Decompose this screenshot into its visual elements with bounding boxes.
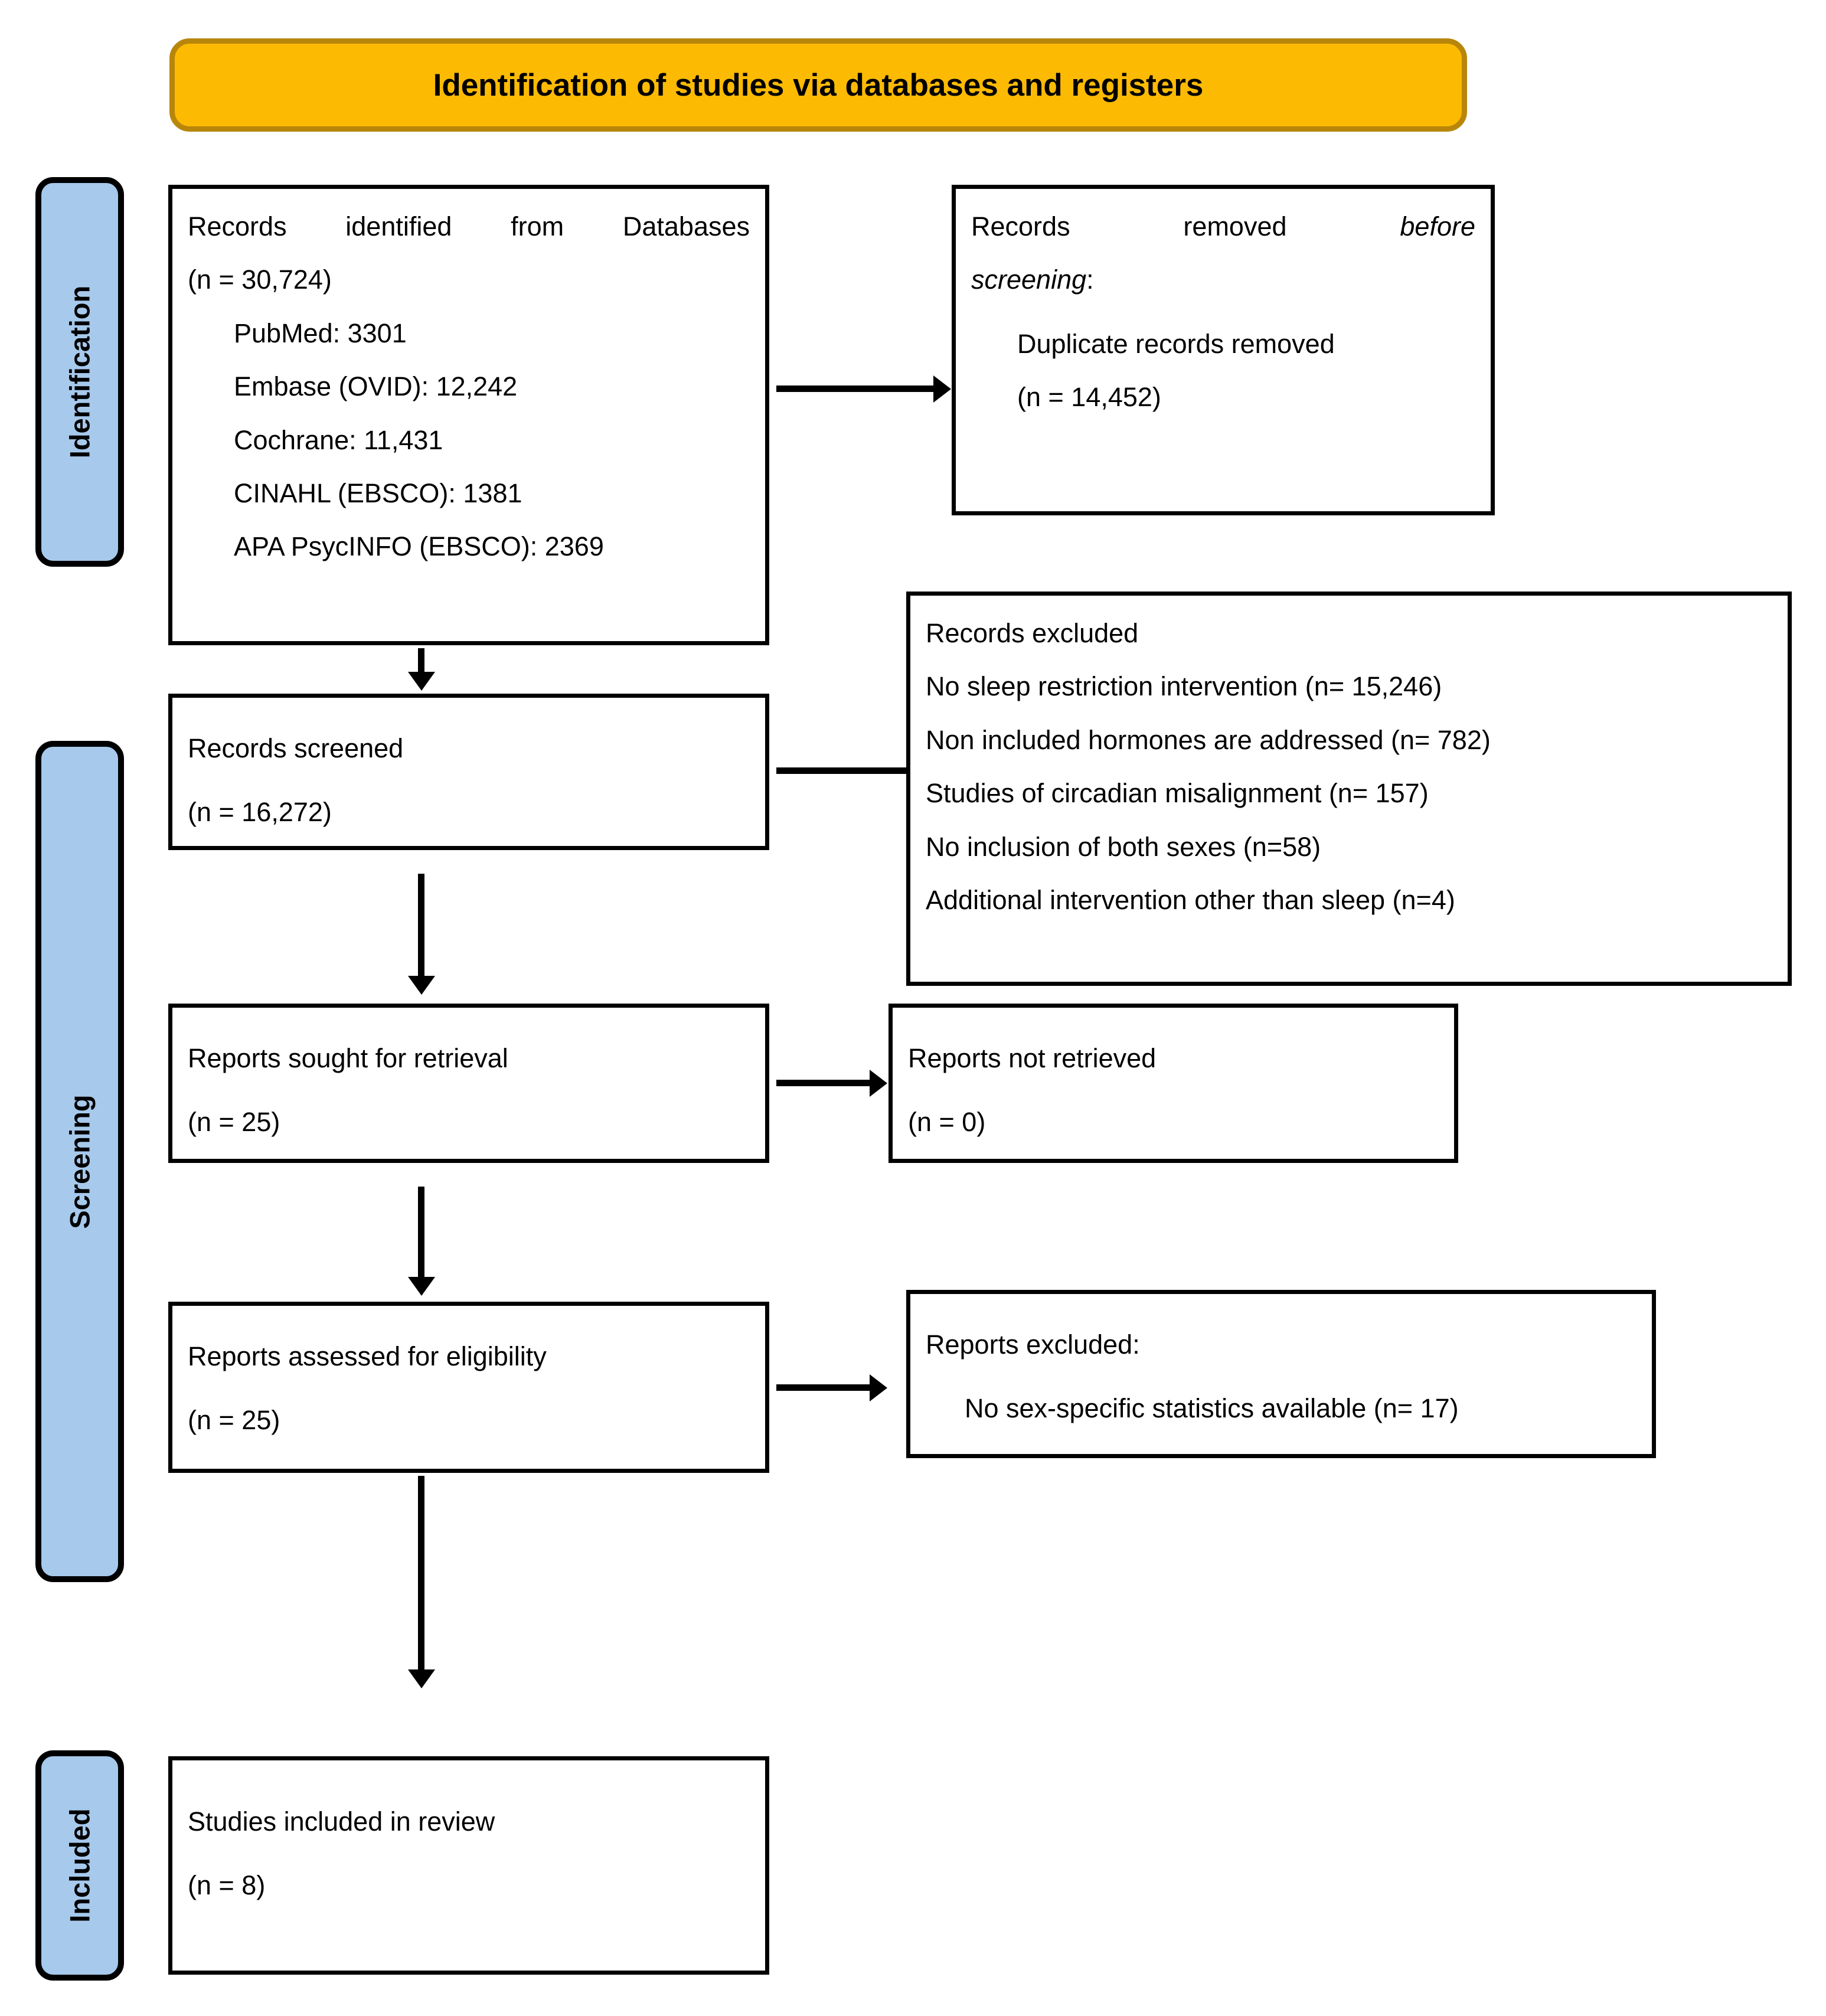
exclusion-reason-1: No sleep restriction intervention (n= 15… <box>926 671 1442 702</box>
diagram-header-banner: Identification of studies via databases … <box>169 38 1467 132</box>
records-identified-count: (n = 30,724) <box>188 264 332 295</box>
arrow-assessed-to-included <box>418 1476 424 1671</box>
records-removed-title-plain: Records removed <box>971 211 1400 241</box>
reports-sought-title: Reports sought for retrieval <box>188 1043 508 1073</box>
box-reports-sought: Reports sought for retrieval (n = 25) <box>168 1004 769 1163</box>
box-reports-assessed: Reports assessed for eligibility (n = 25… <box>168 1302 769 1473</box>
reports-not-retrieved-title: Reports not retrieved <box>908 1043 1157 1073</box>
records-excluded-title: Records excluded <box>926 618 1139 648</box>
phase-label-identification: Identification <box>64 285 96 459</box>
records-removed-subtitle: screening: <box>971 260 1475 300</box>
source-pubmed: PubMed: 3301 <box>234 318 407 348</box>
reports-sought-count: (n = 25) <box>188 1107 280 1138</box>
duplicate-records-removed-label: Duplicate records removed <box>1017 328 1335 359</box>
box-records-screened: Records screened (n = 16,272) <box>168 694 769 850</box>
duplicate-records-removed-count: (n = 14,452) <box>1017 382 1161 413</box>
exclusion-reason-2: Non included hormones are addressed (n= … <box>926 724 1491 755</box>
box-reports-not-retrieved: Reports not retrieved (n = 0) <box>888 1004 1458 1163</box>
source-embase: Embase (OVID): 12,242 <box>234 371 518 402</box>
exclusion-reason-4: No inclusion of both sexes (n=58) <box>926 831 1321 862</box>
source-cochrane: Cochrane: 11,431 <box>234 424 443 455</box>
records-removed-subtitle-colon: : <box>1086 264 1094 295</box>
phase-label-screening: Screening <box>64 1094 96 1229</box>
records-screened-title: Records screened <box>188 733 404 763</box>
arrow-sought-to-assessed <box>418 1187 424 1278</box>
phase-bar-included: Included <box>35 1750 124 1981</box>
phase-label-included: Included <box>64 1808 96 1923</box>
phase-bar-screening: Screening <box>35 741 124 1582</box>
box-reports-excluded: Reports excluded: No sex-specific statis… <box>906 1290 1656 1458</box>
arrow-screened-to-sought <box>418 874 424 977</box>
arrow-screened-to-excluded <box>776 767 924 774</box>
box-records-removed-before-screening: Records removed before screening: Duplic… <box>952 185 1495 515</box>
arrow-sought-to-not-retrieved <box>776 1080 871 1086</box>
records-removed-subtitle-italic: screening <box>971 264 1087 295</box>
source-cinahl: CINAHL (EBSCO): 1381 <box>234 478 522 508</box>
reports-excluded-reason: No sex-specific statistics available (n=… <box>965 1393 1459 1424</box>
reports-excluded-title: Reports excluded: <box>926 1329 1140 1360</box>
arrow-identified-to-screened <box>418 648 424 673</box>
source-psycinfo: APA PsycINFO (EBSCO): 2369 <box>234 531 604 562</box>
arrow-assessed-to-reports-excluded <box>776 1384 871 1391</box>
records-identified-title: Records identified from Databases <box>188 211 750 241</box>
records-removed-title: Records removed before <box>971 207 1475 247</box>
exclusion-reason-5: Additional intervention other than sleep… <box>926 884 1455 915</box>
records-removed-title-italic: before <box>1400 211 1475 241</box>
phase-bar-identification: Identification <box>35 177 124 567</box>
exclusion-reason-3: Studies of circadian misalignment (n= 15… <box>926 778 1429 809</box>
reports-assessed-count: (n = 25) <box>188 1405 280 1436</box>
arrow-identified-to-removed <box>776 385 935 392</box>
box-records-identified: Records identified from Databases (n = 3… <box>168 185 769 645</box>
reports-assessed-title: Reports assessed for eligibility <box>188 1341 547 1371</box>
records-screened-count: (n = 16,272) <box>188 797 332 828</box>
box-records-excluded: Records excluded No sleep restriction in… <box>906 592 1792 986</box>
box-studies-included: Studies included in review (n = 8) <box>168 1756 769 1975</box>
studies-included-title: Studies included in review <box>188 1806 495 1837</box>
studies-included-count: (n = 8) <box>188 1870 266 1901</box>
reports-not-retrieved-count: (n = 0) <box>908 1107 986 1138</box>
banner-title: Identification of studies via databases … <box>433 67 1204 103</box>
